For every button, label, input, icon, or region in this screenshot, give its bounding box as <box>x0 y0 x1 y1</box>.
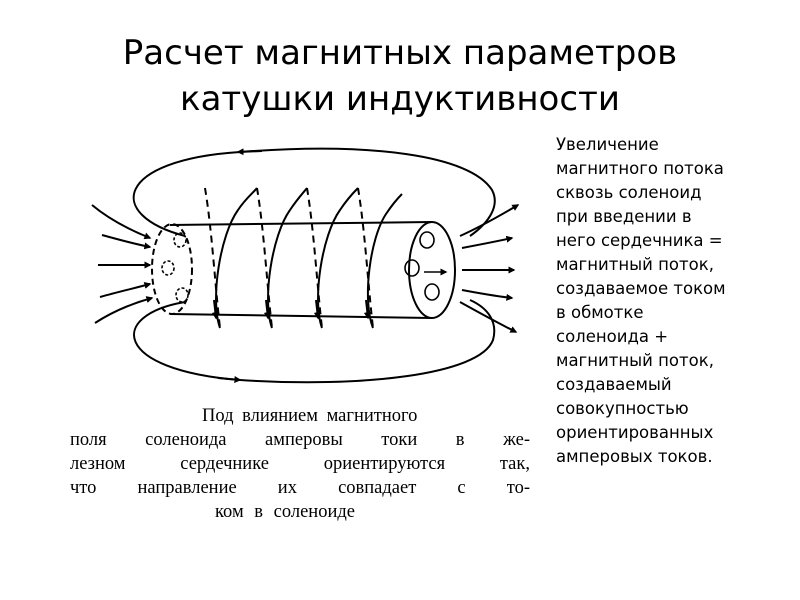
field-line-left-2 <box>101 234 152 250</box>
ampere-current-right-3 <box>424 283 440 301</box>
description-line: Увеличение <box>556 135 659 154</box>
description-line: магнитного потока <box>556 159 724 178</box>
field-line-left-1 <box>91 204 152 240</box>
winding-arrow-3 <box>313 299 321 320</box>
description-line: магнитный поток, <box>556 351 714 370</box>
winding-arrow-2 <box>263 299 271 320</box>
field-line-outer-bottom <box>133 299 496 384</box>
caption-line-2: поля соленоида амперовы токи в же- <box>70 430 530 450</box>
ampere-current-left-1 <box>173 232 187 248</box>
ampere-current-left-2 <box>161 260 175 276</box>
solenoid-winding <box>204 187 403 329</box>
ampere-currents <box>161 231 448 303</box>
core-right-end <box>408 221 456 319</box>
core-top-edge <box>169 221 433 226</box>
description-line: сквозь соленоид <box>556 183 702 202</box>
figure-caption: Под влиянием магнитного поля соленоида а… <box>70 404 530 524</box>
winding-back-4 <box>357 187 374 329</box>
field-line-right-1 <box>459 204 520 237</box>
field-line-right-4 <box>461 289 514 301</box>
ampere-current-left-3 <box>175 287 189 303</box>
winding-back-3 <box>306 187 323 329</box>
solenoid-diagram <box>91 147 520 384</box>
caption-line-1: Под влиянием магнитного <box>202 406 418 426</box>
description-line: магнитный поток, <box>556 255 714 274</box>
core-left-end <box>151 223 193 315</box>
winding-back-1 <box>204 187 221 329</box>
field-line-left-4 <box>99 282 152 298</box>
winding-front-2 <box>267 187 308 329</box>
field-line-outer-top <box>132 147 496 237</box>
caption-line-4: что направление их совпадает с то- <box>70 478 530 498</box>
winding-back-2 <box>256 187 273 329</box>
description-line: при введении в <box>556 207 692 226</box>
winding-front-4 <box>366 193 403 329</box>
description-line: создаваемое током <box>556 279 726 298</box>
description-line: амперовых токов. <box>556 447 713 466</box>
description-line: соленоида + <box>556 327 669 346</box>
description-line: в обмотке <box>556 303 644 322</box>
field-arrow-outer-bottom <box>217 376 242 383</box>
description-line: создаваемый <box>556 375 672 394</box>
description-line: совокупностью <box>556 399 689 418</box>
field-arrow-outer-top <box>236 148 263 156</box>
field-line-left-5 <box>94 296 154 324</box>
ampere-current-right-2 <box>404 259 420 277</box>
slide-title: Расчет магнитных параметров катушки инду… <box>0 30 800 122</box>
description-line: ориентированных <box>556 423 714 442</box>
iron-core <box>151 221 456 319</box>
winding-front-1 <box>215 187 258 329</box>
caption-line-5: ком в соленоиде <box>215 502 355 522</box>
description-line: него сердечника = <box>556 231 723 250</box>
ampere-current-right-1 <box>419 231 435 249</box>
description-text: Увеличение магнитного потока сквозь соле… <box>556 133 792 469</box>
core-bottom-edge <box>169 313 433 319</box>
field-line-right-5 <box>459 301 518 333</box>
field-lines <box>91 147 520 384</box>
caption-line-3: лезном сердечнике ориентируются так, <box>70 454 530 474</box>
title-line-2: катушки индуктивности <box>180 79 620 119</box>
winding-arrow-1 <box>211 299 219 320</box>
winding-arrow-4 <box>363 299 371 320</box>
winding-front-3 <box>317 187 359 329</box>
title-line-1: Расчет магнитных параметров <box>122 33 678 73</box>
field-line-right-2 <box>461 235 514 249</box>
